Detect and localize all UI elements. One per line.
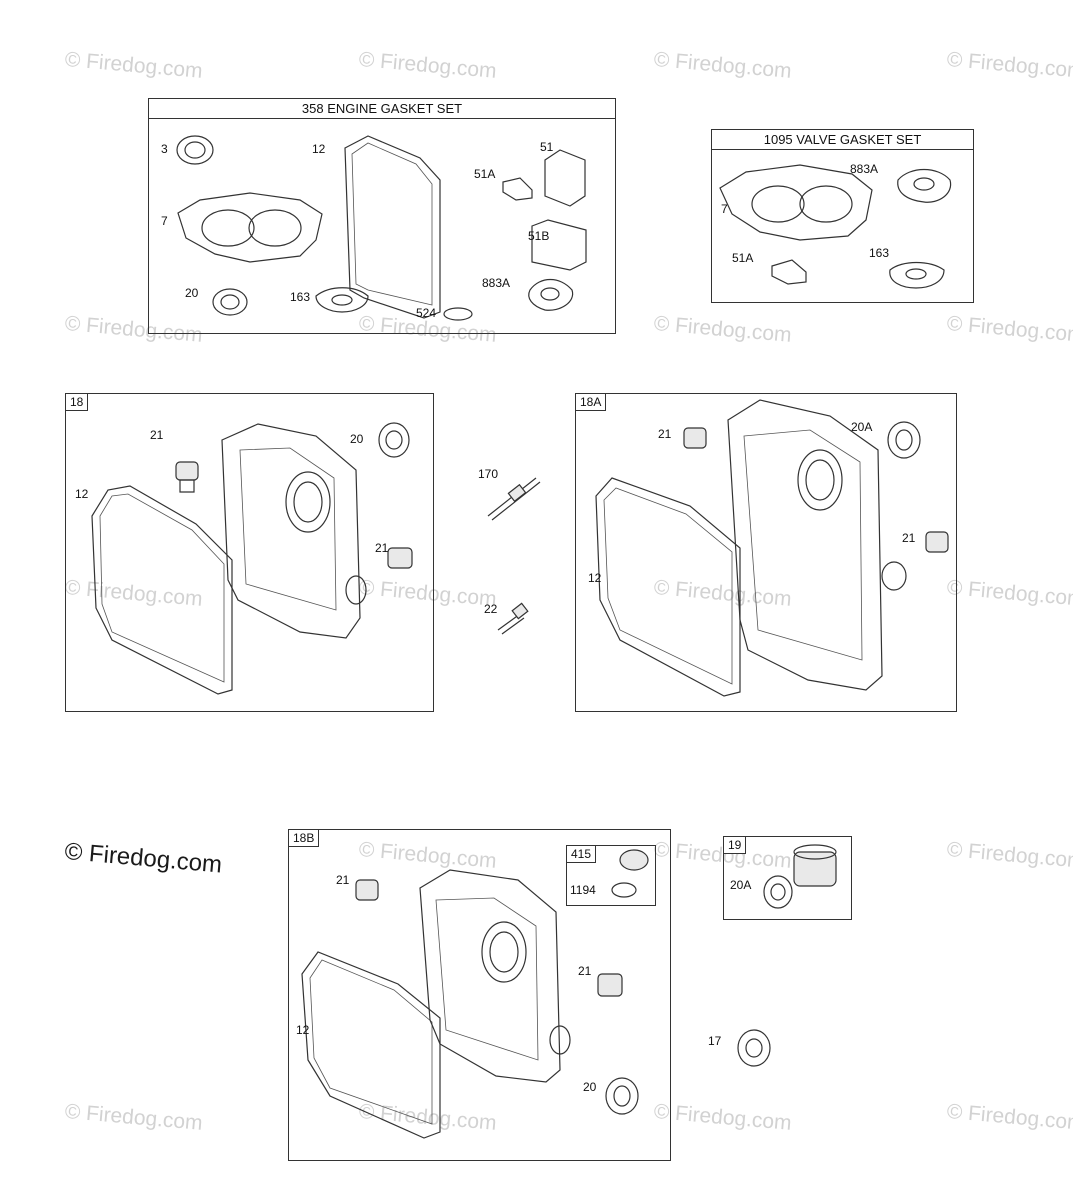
part-label: 883A bbox=[482, 276, 511, 290]
part-label: 17 bbox=[708, 1034, 722, 1048]
part-label: 170 bbox=[478, 467, 499, 481]
part-label: 51B bbox=[528, 229, 550, 243]
subset-415-box: 415 bbox=[566, 845, 656, 906]
assembly-18-tag: 18 bbox=[66, 394, 89, 411]
box-18a-art bbox=[595, 399, 949, 697]
part-label: 20 bbox=[350, 432, 364, 446]
assembly-18a-box: 18A bbox=[575, 393, 957, 712]
part-label: 21 bbox=[902, 531, 916, 545]
valve-gasket-set-art bbox=[719, 164, 952, 289]
part-label: 163 bbox=[869, 246, 890, 260]
engine-gasket-set-art bbox=[176, 135, 587, 321]
part-label: 22 bbox=[484, 602, 498, 616]
part-label: 7 bbox=[161, 214, 168, 228]
part-label: 21 bbox=[375, 541, 389, 555]
part-label: 20 bbox=[583, 1080, 597, 1094]
valve-gasket-set-box: 1095 VALVE GASKET SET bbox=[711, 129, 974, 303]
part-label: 12 bbox=[296, 1023, 310, 1037]
box-18b-art bbox=[301, 849, 649, 1139]
part-label: 524 bbox=[416, 306, 437, 320]
subset-415-tag: 415 bbox=[567, 846, 597, 863]
part-label: 21 bbox=[658, 427, 672, 441]
part-label: 7 bbox=[721, 202, 728, 216]
loose-parts-art bbox=[487, 477, 541, 635]
assembly-18-box: 18 bbox=[65, 393, 434, 712]
assembly-18a-tag: 18A bbox=[576, 394, 607, 411]
assembly-18b-box: 18B bbox=[288, 829, 671, 1161]
engine-gasket-set-title: 358 ENGINE GASKET SET bbox=[149, 99, 615, 119]
part-label: 12 bbox=[312, 142, 326, 156]
part-label: 20A bbox=[730, 878, 752, 892]
part-label: 21 bbox=[150, 428, 164, 442]
assembly-18b-tag: 18B bbox=[289, 830, 320, 847]
part-label: 51A bbox=[732, 251, 754, 265]
part-label: 3 bbox=[161, 142, 168, 156]
engine-gasket-set-box: 358 ENGINE GASKET SET bbox=[148, 98, 616, 334]
box-19-art bbox=[737, 844, 837, 1067]
part-label: 20A bbox=[851, 420, 873, 434]
part-label: 51A bbox=[474, 167, 496, 181]
part-label: 20 bbox=[185, 286, 199, 300]
part-label: 1194 bbox=[570, 883, 596, 897]
part-label: 51 bbox=[540, 140, 554, 154]
assembly-19-tag: 19 bbox=[724, 837, 747, 854]
box-18-art bbox=[91, 422, 413, 695]
part-label: 883A bbox=[850, 162, 879, 176]
assembly-19-box: 19 bbox=[723, 836, 852, 920]
part-label: 163 bbox=[290, 290, 311, 304]
valve-gasket-set-title: 1095 VALVE GASKET SET bbox=[712, 130, 973, 150]
part-label: 21 bbox=[336, 873, 350, 887]
part-label: 21 bbox=[578, 964, 592, 978]
part-label: 12 bbox=[588, 571, 602, 585]
part-label: 12 bbox=[75, 487, 89, 501]
